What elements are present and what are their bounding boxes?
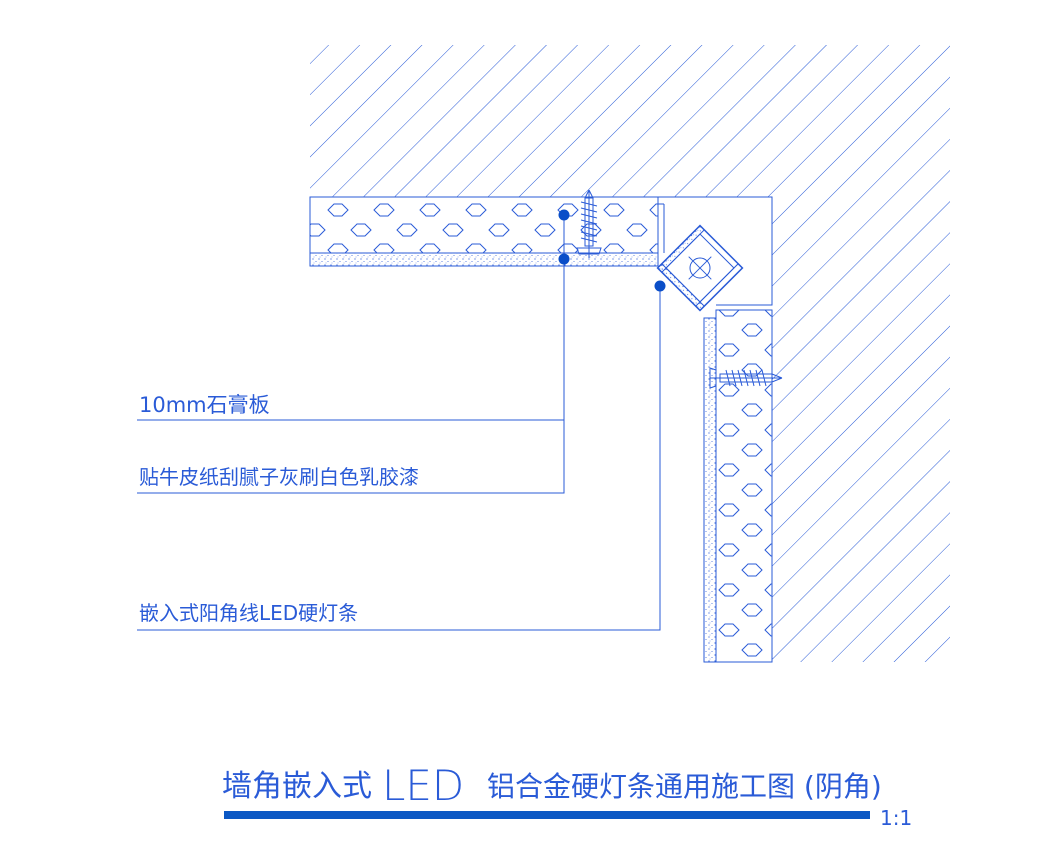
- label-led-strip: 嵌入式阳角线LED硬灯条: [139, 601, 358, 625]
- label-finish: 贴牛皮纸刮腻子灰刷白色乳胶漆: [139, 465, 419, 489]
- corner-cavity-outline: [657, 196, 773, 306]
- wall-hatch: [310, 45, 950, 662]
- scale-label: 1:1: [880, 806, 912, 830]
- leader-finish: [137, 259, 565, 494]
- leader-lines: [137, 215, 661, 631]
- title-part-1: 墙角嵌入式: [222, 769, 372, 804]
- screw-icon: [709, 367, 783, 389]
- leader-marker-gypsum: [558, 209, 570, 221]
- gypsum-board-horizontal: [309, 196, 659, 267]
- label-gypsum-board: 10mm石膏板: [139, 393, 270, 417]
- leader-marker-led: [654, 280, 666, 292]
- led-aluminium-profile: [656, 224, 744, 312]
- leader-marker-finish: [558, 253, 570, 265]
- screw-icon: [576, 189, 602, 258]
- title-underline-bar: [224, 811, 870, 819]
- title-part-2: LED: [382, 761, 464, 810]
- gypsum-board-vertical: [703, 309, 773, 663]
- title-part-3: 铝合金硬灯条通用施工图 (阴角): [487, 770, 882, 803]
- leader-led-strip: [137, 286, 661, 631]
